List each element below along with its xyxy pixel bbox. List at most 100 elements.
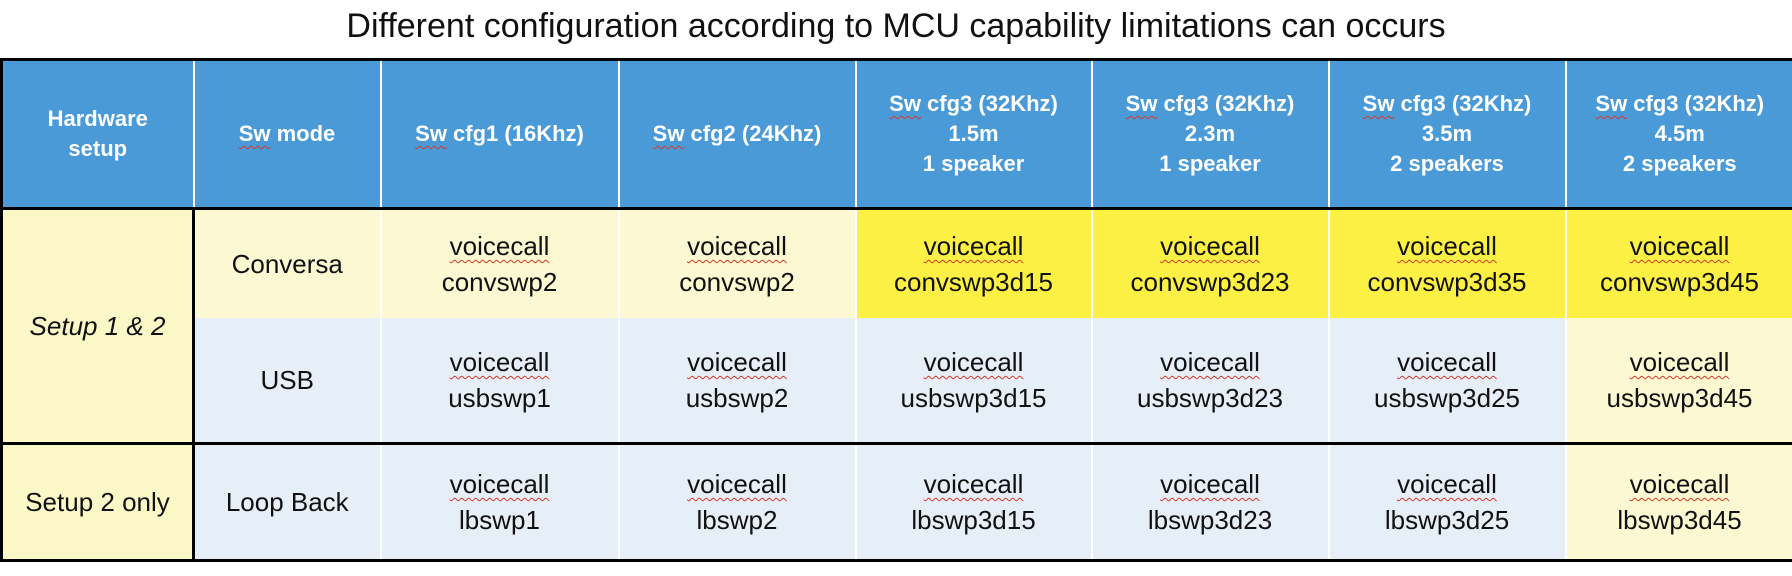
cell-profile: convswp2 [441,267,558,297]
cell-conversa-cfg3-1-5m: voicecall convswp3d15 [854,208,1093,318]
cell-loopback-cfg3-2-3m: voicecall lbswp3d23 [1090,442,1330,562]
cell-profile: convswp2 [679,267,795,297]
header-cfg1-rest: cfg1 (16Khz) [446,121,584,146]
cell-profile: convswp3d45 [1600,267,1759,297]
cell-profile: convswp3d15 [894,267,1053,297]
hardware-setup-1-2-label: Setup 1 & 2 [29,311,166,341]
table-row-loop-back: Setup 2 only Loop Back voicecall lbswp1 … [0,442,1792,562]
cell-usb-cfg3-3-5m: voicecall usbswp3d25 [1327,318,1567,444]
cell-usb-cfg1: voicecall usbswp1 [379,318,620,444]
mode-usb: USB [192,318,382,444]
cell-conversa-cfg2: voicecall convswp2 [617,208,857,318]
cell-command: voicecall [1160,469,1260,499]
header-cfg3c-distance: 3.5m [1421,121,1473,146]
header-hardware-line-2: setup [68,136,128,161]
cell-loopback-cfg3-4-5m: voicecall lbswp3d45 [1564,442,1792,562]
cell-conversa-cfg3-2-3m: voicecall convswp3d23 [1090,208,1330,318]
cell-loopback-cfg1: voicecall lbswp1 [379,442,620,562]
cell-profile: lbswp3d15 [911,505,1036,535]
cell-command: voicecall [1629,231,1730,261]
table-row-usb: USB voicecall usbswp1 voicecall usbswp2 … [2,318,1792,444]
cell-usb-cfg3-1-5m: voicecall usbswp3d15 [854,318,1093,444]
header-sw-mode-sw: Sw [238,121,271,146]
cell-loopback-cfg2: voicecall lbswp2 [617,442,857,562]
cell-conversa-cfg3-3-5m: voicecall convswp3d35 [1327,208,1567,318]
header-row: Hardware setup Sw mode Sw cfg1 (16Khz) S… [0,58,1792,210]
header-sw-cfg1: Sw cfg1 (16Khz) [379,58,620,210]
header-cfg3d-distance: 4.5m [1654,121,1705,146]
header-cfg3c-rest: cfg3 (32Khz) [1394,91,1532,116]
cell-command: voicecall [449,231,550,261]
cell-profile: lbswp3d45 [1617,505,1742,535]
cell-command: voicecall [1397,469,1497,499]
header-cfg3c-speakers: 2 speakers [1390,151,1504,176]
cell-profile: lbswp3d23 [1147,505,1273,535]
header-cfg3b-speakers: 1 speaker [1159,151,1261,176]
header-cfg3d-rest: cfg3 (32Khz) [1627,91,1765,116]
cell-command: voicecall [1397,347,1497,377]
table-body: Setup 1 & 2 Conversa voicecall convswp2 … [0,208,1792,562]
cell-profile: lbswp2 [696,505,778,535]
cell-conversa-cfg3-4-5m: voicecall convswp3d45 [1564,208,1792,318]
header-cfg2-rest: cfg2 (24Khz) [684,121,822,146]
header-sw-mode: Sw mode [192,58,382,210]
cell-command: voicecall [449,347,550,377]
header-cfg3c-sw: Sw [1362,91,1395,116]
header-cfg3a-sw: Sw [889,91,921,116]
cell-command: voicecall [1629,469,1730,499]
cell-command: voicecall [1629,347,1730,377]
cell-profile: usbswp3d23 [1137,383,1283,413]
header-sw-mode-text: Sw mode [195,119,380,149]
header-cfg3b-distance: 2.3m [1184,121,1236,146]
header-cfg3d-speakers: 2 speakers [1622,151,1737,176]
mode-loop-back: Loop Back [192,442,382,562]
header-sw-mode-rest: mode [270,121,336,146]
header-sw-cfg2: Sw cfg2 (24Khz) [617,58,857,210]
header-hardware-line-1: Hardware [47,106,148,131]
hardware-setup-1-2: Setup 1 & 2 [0,208,195,444]
cell-profile: usbswp1 [448,383,551,413]
header-cfg3b-sw: Sw [1125,91,1158,116]
header-sw-cfg3-4-5m: Sw cfg3 (32Khz) 4.5m 2 speakers [1564,58,1792,210]
header-cfg3a-speakers: 1 speaker [922,151,1025,176]
slide-title: Different configuration according to MCU… [346,7,1446,45]
cell-command: voicecall [687,347,787,377]
header-sw-cfg3-2-3m: Sw cfg3 (32Khz) 2.3m 1 speaker [1090,58,1330,210]
cell-profile: convswp3d35 [1367,267,1527,297]
header-cfg2-line-1: Sw cfg2 (24Khz) [620,119,855,149]
header-cfg3a-line-1: Sw cfg3 (32Khz) [857,89,1091,119]
cell-command: voicecall [1397,231,1497,261]
header-cfg3d-line-1: Sw cfg3 (32Khz) [1567,89,1792,119]
cell-command: voicecall [687,469,787,499]
header-cfg2-sw: Sw [652,121,685,146]
cell-command: voicecall [923,469,1024,499]
header-hardware-setup: Hardware setup [0,58,195,210]
cell-profile: usbswp3d45 [1606,383,1753,413]
cell-command: voicecall [1160,347,1260,377]
cell-conversa-cfg1: voicecall convswp2 [379,208,620,318]
cell-command: voicecall [923,347,1024,377]
cell-profile: convswp3d23 [1130,267,1290,297]
cell-command: voicecall [687,231,787,261]
header-cfg3b-line-1: Sw cfg3 (32Khz) [1093,89,1328,119]
cell-profile: lbswp3d25 [1384,505,1510,535]
cell-profile: usbswp3d15 [900,383,1047,413]
hardware-setup-2-only: Setup 2 only [0,442,195,562]
cell-profile: lbswp1 [459,505,540,535]
cell-usb-cfg3-4-5m: voicecall usbswp3d45 [1564,318,1792,444]
header-sw-cfg3-3-5m: Sw cfg3 (32Khz) 3.5m 2 speakers [1327,58,1567,210]
cell-command: voicecall [449,469,550,499]
cell-usb-cfg3-2-3m: voicecall usbswp3d23 [1090,318,1330,444]
cell-profile: usbswp2 [685,383,789,413]
mode-conversa: Conversa [192,208,382,318]
cell-profile: usbswp3d25 [1374,383,1520,413]
header-cfg1-line-1: Sw cfg1 (16Khz) [382,119,618,149]
cell-loopback-cfg3-3-5m: voicecall lbswp3d25 [1327,442,1567,562]
cell-loopback-cfg3-1-5m: voicecall lbswp3d15 [854,442,1093,562]
header-cfg3d-sw: Sw [1595,91,1628,116]
header-sw-cfg3-1-5m: Sw cfg3 (32Khz) 1.5m 1 speaker [854,58,1093,210]
cell-usb-cfg2: voicecall usbswp2 [617,318,857,444]
header-cfg3a-rest: cfg3 (32Khz) [920,91,1058,116]
cell-command: voicecall [923,231,1024,261]
table-header: Hardware setup Sw mode Sw cfg1 (16Khz) S… [0,58,1792,210]
